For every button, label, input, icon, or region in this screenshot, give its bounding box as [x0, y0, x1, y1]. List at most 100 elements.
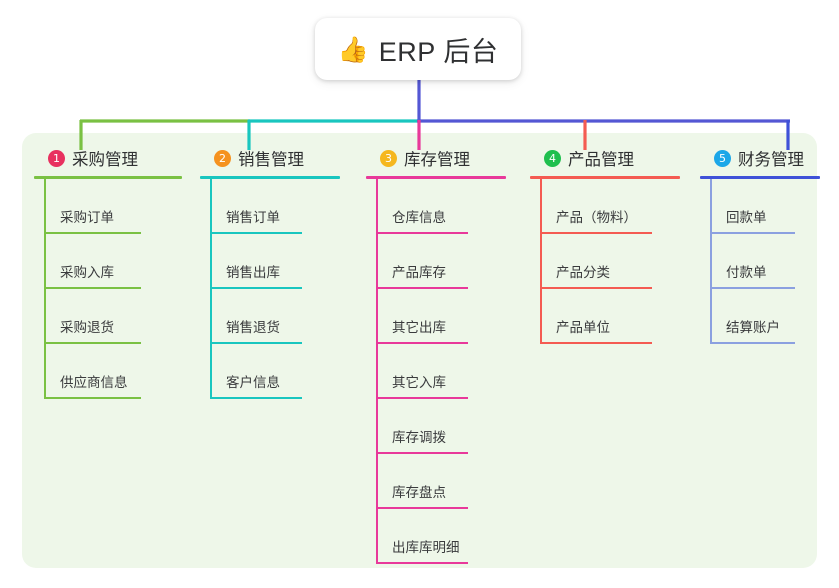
item-label: 库存调拨 [392, 430, 446, 445]
item-label: 回款单 [726, 210, 767, 225]
item-connector-line [44, 179, 46, 234]
branch-header-2[interactable]: 2 销售管理 [200, 145, 340, 171]
branch-item[interactable]: 付款单 [700, 234, 820, 289]
item-underline [44, 232, 141, 234]
branch-title: 财务管理 [738, 151, 804, 169]
branch-underline [34, 176, 182, 179]
branch-item[interactable]: 采购订单 [34, 179, 182, 234]
item-underline [376, 562, 468, 564]
item-connector-line [44, 289, 46, 344]
item-connector-line [710, 179, 712, 234]
item-underline [376, 507, 468, 509]
item-label: 销售出库 [226, 265, 280, 280]
thumbs-up-icon: 👍 [337, 35, 369, 64]
branch-item[interactable]: 供应商信息 [34, 344, 182, 399]
root-node-title: ERP 后台 [378, 36, 499, 67]
item-connector-line [210, 179, 212, 234]
item-label: 产品单位 [556, 320, 610, 335]
branch-item[interactable]: 客户信息 [200, 344, 340, 399]
item-underline [44, 287, 141, 289]
item-label: 销售退货 [226, 320, 280, 335]
branch-item-list: 采购订单采购入库采购退货供应商信息 [34, 179, 182, 399]
root-node-card[interactable]: 👍 ERP 后台 [315, 18, 521, 80]
item-connector-line [376, 289, 378, 344]
item-underline [210, 287, 302, 289]
item-underline [710, 232, 795, 234]
item-underline [710, 342, 795, 344]
branch-column-2: 2 销售管理销售订单销售出库销售退货客户信息 [200, 145, 340, 399]
branch-item-list: 产品（物料） 产品分类产品单位 [530, 179, 680, 344]
branch-item[interactable]: 采购退货 [34, 289, 182, 344]
item-underline [376, 232, 468, 234]
item-connector-line [210, 289, 212, 344]
branch-item-list: 回款单付款单结算账户 [700, 179, 820, 344]
branch-item[interactable]: 采购入库 [34, 234, 182, 289]
item-label: 产品库存 [392, 265, 446, 280]
branch-item[interactable]: 销售出库 [200, 234, 340, 289]
item-connector-line [540, 179, 542, 234]
branch-underline [366, 176, 506, 179]
item-underline [210, 397, 302, 399]
branch-item[interactable]: 产品单位 [530, 289, 680, 344]
branch-item[interactable]: 回款单 [700, 179, 820, 234]
branch-item[interactable]: 产品（物料） [530, 179, 680, 234]
item-label: 仓库信息 [392, 210, 446, 225]
item-underline [44, 397, 141, 399]
item-underline [376, 342, 468, 344]
branch-title: 销售管理 [238, 151, 304, 169]
root-node-content: 👍 ERP 后台 [338, 30, 499, 69]
item-label: 产品（物料） [556, 210, 637, 225]
branch-number-badge: 2 [214, 149, 231, 167]
branch-underline [700, 176, 820, 179]
branch-item[interactable]: 仓库信息 [366, 179, 506, 234]
item-underline [540, 342, 652, 344]
branch-title: 库存管理 [404, 151, 470, 169]
item-connector-line [540, 234, 542, 289]
branch-item[interactable]: 其它入库 [366, 344, 506, 399]
item-connector-line [710, 234, 712, 289]
item-underline [376, 287, 468, 289]
branch-item[interactable]: 结算账户 [700, 289, 820, 344]
branch-item[interactable]: 产品库存 [366, 234, 506, 289]
item-label: 采购订单 [60, 210, 114, 225]
item-underline [44, 342, 141, 344]
item-connector-line [376, 344, 378, 399]
branch-item[interactable]: 销售退货 [200, 289, 340, 344]
branch-item-list: 销售订单销售出库销售退货客户信息 [200, 179, 340, 399]
item-underline [710, 287, 795, 289]
item-connector-line [540, 289, 542, 344]
branch-title: 采购管理 [72, 151, 138, 169]
item-connector-line [376, 454, 378, 509]
item-connector-line [376, 179, 378, 234]
item-connector-line [44, 344, 46, 399]
branch-item[interactable]: 销售订单 [200, 179, 340, 234]
item-underline [376, 397, 468, 399]
branch-item[interactable]: 库存调拨 [366, 399, 506, 454]
branch-item[interactable]: 库存盘点 [366, 454, 506, 509]
item-label: 产品分类 [556, 265, 610, 280]
item-underline [540, 232, 652, 234]
item-connector-line [44, 234, 46, 289]
item-label: 供应商信息 [60, 375, 128, 390]
branch-item[interactable]: 产品分类 [530, 234, 680, 289]
branch-underline [530, 176, 680, 179]
item-label: 出库库明细 [392, 540, 460, 555]
branch-item[interactable]: 其它出库 [366, 289, 506, 344]
item-connector-line [710, 289, 712, 344]
item-label: 付款单 [726, 265, 767, 280]
item-connector-line [376, 509, 378, 564]
item-underline [540, 287, 652, 289]
item-connector-line [376, 399, 378, 454]
branch-item[interactable]: 出库库明细 [366, 509, 506, 564]
branch-number-badge: 4 [544, 149, 561, 167]
item-label: 其它入库 [392, 375, 446, 390]
